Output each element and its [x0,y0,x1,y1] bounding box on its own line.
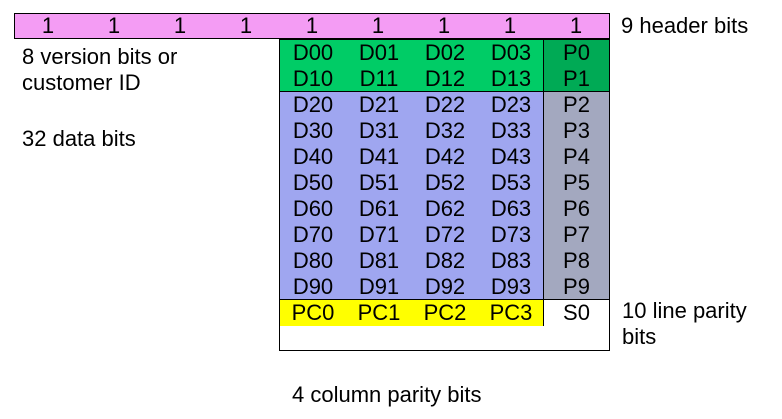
line-parity-cell: P8 [544,248,609,274]
data-bit-cell: D32 [412,118,478,144]
data-bit-cell: D43 [478,144,544,170]
header-bit: 1 [569,13,583,38]
data-bit-cell: D73 [478,222,544,248]
version-bit-cell: D01 [346,40,412,66]
header-bit: 1 [437,13,451,38]
line-parity-cell: P4 [544,144,609,170]
header-bit: 1 [107,13,121,38]
column-parity-cell: PC2 [412,300,478,326]
header-bit: 1 [305,13,319,38]
data-bit-cell: D21 [346,92,412,118]
data-bit-cell: D63 [478,196,544,222]
data-bit-cell: D93 [478,274,544,300]
version-bit-cell: D11 [346,66,412,92]
stop-bit-cell: S0 [544,300,609,326]
data-bit-cell: D92 [412,274,478,300]
header-bits-row: 1 1 1 1 1 1 1 1 1 [14,13,610,39]
data-bit-cell: D40 [280,144,346,170]
data-bit-cell: D70 [280,222,346,248]
line-parity-cell: P2 [544,92,609,118]
data-bit-cell: D72 [412,222,478,248]
data-bit-cell: D53 [478,170,544,196]
header-bit: 1 [41,13,55,38]
column-parity-cell: PC0 [280,300,346,326]
line-parity-cell: P7 [544,222,609,248]
header-bit: 1 [371,13,385,38]
header-bit: 1 [239,13,253,38]
data-bit-cell: D42 [412,144,478,170]
grid-divider [280,91,609,92]
data-bit-cell: D80 [280,248,346,274]
line-parity-cell: P3 [544,118,609,144]
version-bit-cell: D12 [412,66,478,92]
column-parity-label: 4 column parity bits [292,382,482,407]
column-parity-cell: PC1 [346,300,412,326]
data-bit-cell: D41 [346,144,412,170]
version-bit-cell: D03 [478,40,544,66]
data-bit-cell: D81 [346,248,412,274]
data-bit-cell: D83 [478,248,544,274]
data-bit-cell: D51 [346,170,412,196]
version-bit-cell: D00 [280,40,346,66]
data-bit-cell: D62 [412,196,478,222]
data-bit-cell: D91 [346,274,412,300]
version-bits-label-line2: customer ID [22,70,141,95]
grid-divider [280,299,609,300]
version-bit-cell: D13 [478,66,544,92]
line-parity-cell: P0 [544,40,609,66]
header-bit: 1 [173,13,187,38]
data-bit-cell: D30 [280,118,346,144]
data-bit-cell: D31 [346,118,412,144]
data-bit-cell: D71 [346,222,412,248]
line-parity-label-line1: 10 line parity [622,298,747,323]
data-bit-cell: D23 [478,92,544,118]
column-parity-cell: PC3 [478,300,544,326]
line-parity-cell: P1 [544,66,609,92]
data-bits-label: 32 data bits [22,126,136,151]
data-bit-cell: D90 [280,274,346,300]
data-bit-cell: D20 [280,92,346,118]
line-parity-cell: P5 [544,170,609,196]
data-bit-cell: D60 [280,196,346,222]
version-bit-cell: D10 [280,66,346,92]
data-bit-cell: D52 [412,170,478,196]
version-bits-label-line1: 8 version bits or [22,44,178,69]
data-bit-cell: D33 [478,118,544,144]
data-bit-cell: D50 [280,170,346,196]
data-bit-cell: D61 [346,196,412,222]
header-bits-label: 9 header bits [621,13,749,38]
version-bit-cell: D02 [412,40,478,66]
data-bit-cell: D82 [412,248,478,274]
line-parity-cell: P6 [544,196,609,222]
line-parity-cell: P9 [544,274,609,300]
grid-divider [543,40,544,326]
line-parity-label-line2: bits [622,324,657,349]
data-bit-cell: D22 [412,92,478,118]
header-bit: 1 [503,13,517,38]
